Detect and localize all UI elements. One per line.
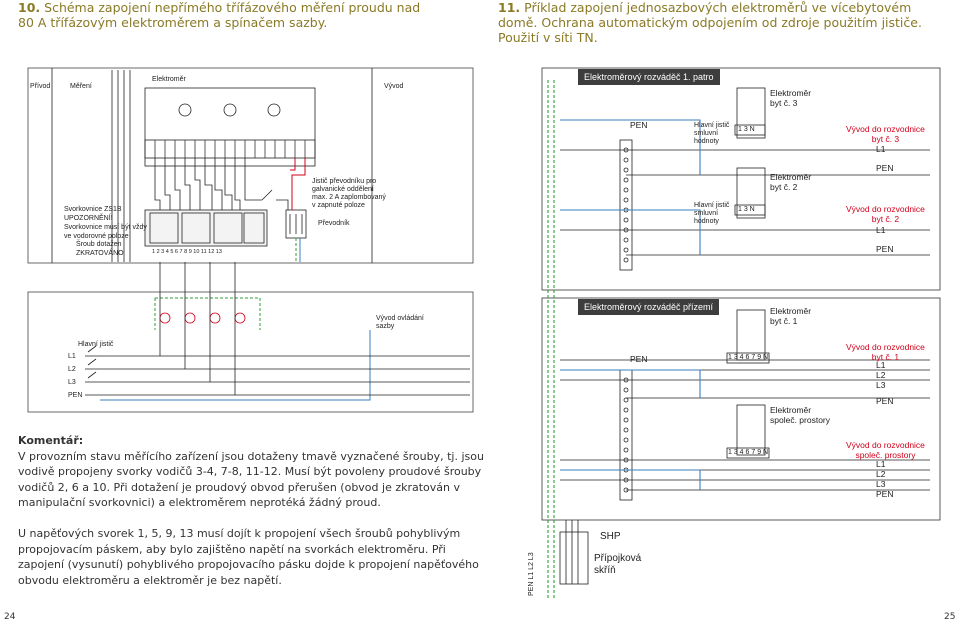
label-jistic-prevodniku: Jistič převodníku pro galvanické oddělen… <box>312 178 386 209</box>
heading-right-text: Příklad zapojení jednosazbových elektrom… <box>498 0 922 45</box>
page-number-right: 25 <box>944 612 956 622</box>
label-pen-b3: PEN <box>876 163 894 173</box>
label-l3-b1: L3 <box>876 380 886 390</box>
page-number-left: 24 <box>4 612 16 622</box>
box-title-1st-floor: Elektroměrový rozváděč 1. patro <box>578 69 720 85</box>
comment-block: Komentář: V provozním stavu měřícího zař… <box>18 433 486 511</box>
label-terminal-b3: 1 3 N <box>738 126 755 133</box>
label-vertical-conductors: PEN L1 L2 L3 <box>528 552 535 596</box>
label-l1-b1: L1 <box>876 360 886 370</box>
label-l1-b3: L1 <box>876 144 886 154</box>
left-lower-schematic <box>27 262 474 413</box>
heading-right-number: 11. <box>498 0 521 15</box>
label-pen-spolec: PEN <box>876 489 894 499</box>
label-hlavni-jistic-b3: Hlavní jistič smluvní hodnoty <box>694 122 730 145</box>
heading-left: 10. Schéma zapojení nepřímého třífázovéh… <box>18 0 438 30</box>
label-l2-spolec: L2 <box>876 469 886 479</box>
note-text: U napěťových svorek 1, 5, 9, 13 musí doj… <box>18 527 479 587</box>
label-sroub: Šroub dotažen ZKRATOVÁNO <box>76 241 124 257</box>
label-terminal-b1: 1 3 4 6 7 9 N <box>728 354 769 361</box>
heading-left-number: 10. <box>18 0 41 15</box>
label-vyvod-spolec: Vývod do rozvodnice společ. prostory <box>846 440 925 460</box>
box-title-ground-floor: Elektroměrový rozváděč přízemí <box>578 299 720 315</box>
label-vyvod-byt3: Vývod do rozvodnice byt č. 3 <box>846 124 925 144</box>
label-vyvod-byt2: Vývod do rozvodnice byt č. 2 <box>846 204 925 224</box>
label-pen-left: PEN <box>68 392 83 399</box>
label-pen-b1: PEN <box>876 396 894 406</box>
right-schematic <box>541 67 941 585</box>
comment-title: Komentář: <box>18 434 84 447</box>
label-svorkovnice: Svorkovnice ZS1B UPOZORNĚNÍ! Svorkovnice… <box>64 206 147 240</box>
label-meter-byt1: Elektroměr byt č. 1 <box>770 306 812 326</box>
label-l3-spolec: L3 <box>876 479 886 489</box>
label-pen-top: PEN <box>630 120 648 130</box>
label-mereni: Měření <box>70 83 92 90</box>
left-colored-wires <box>100 158 371 401</box>
heading-left-text: Schéma zapojení nepřímého třífázového mě… <box>18 0 421 30</box>
label-hlavni-jistic-b2: Hlavní jistič smluvní hodnoty <box>694 202 730 225</box>
label-pripojkova-skrin: Přípojková skříň <box>594 553 642 576</box>
label-shp: SHP <box>600 531 621 542</box>
label-pen-b2: PEN <box>876 244 894 254</box>
label-terminal-b2: 1 3 N <box>738 206 755 213</box>
label-meter-spolec: Elektroměr společ. prostory <box>770 405 830 425</box>
label-terminal-spolec: 1 3 4 6 7 9 N <box>728 449 769 456</box>
label-prevodnik: Převodník <box>318 220 350 227</box>
label-meter-byt3: Elektroměr byt č. 3 <box>770 88 812 108</box>
label-l1-left: L1 <box>68 353 76 360</box>
label-l1-spolec: L1 <box>876 459 886 469</box>
comment-text: V provozním stavu měřícího zařízení jsou… <box>18 449 484 510</box>
label-privod: Přívod <box>30 83 51 90</box>
label-vyvod: Vývod <box>384 83 404 90</box>
label-l3-left: L3 <box>68 379 76 386</box>
label-l1-b2: L1 <box>876 225 886 235</box>
label-elektromer: Elektroměr <box>152 76 186 83</box>
left-schematic <box>27 67 474 264</box>
right-colored-wires <box>547 80 701 600</box>
label-vyvod-ovladani: Vývod ovládání sazby <box>376 315 424 330</box>
label-pen-bottom: PEN <box>630 354 648 364</box>
label-vyvod-byt1: Vývod do rozvodnice byt č. 1 <box>846 342 925 362</box>
label-bottom-terminal-numbers: 1 2 3 4 5 6 7 8 9 10 11 12 13 <box>152 249 222 255</box>
heading-right: 11. Příklad zapojení jednosazbových elek… <box>498 0 938 45</box>
label-hlavni-jistic-left: Hlavní jistič <box>78 341 114 348</box>
label-l2-left: L2 <box>68 366 76 373</box>
label-meter-byt2: Elektroměr byt č. 2 <box>770 172 812 192</box>
label-l2-b1: L2 <box>876 370 886 380</box>
